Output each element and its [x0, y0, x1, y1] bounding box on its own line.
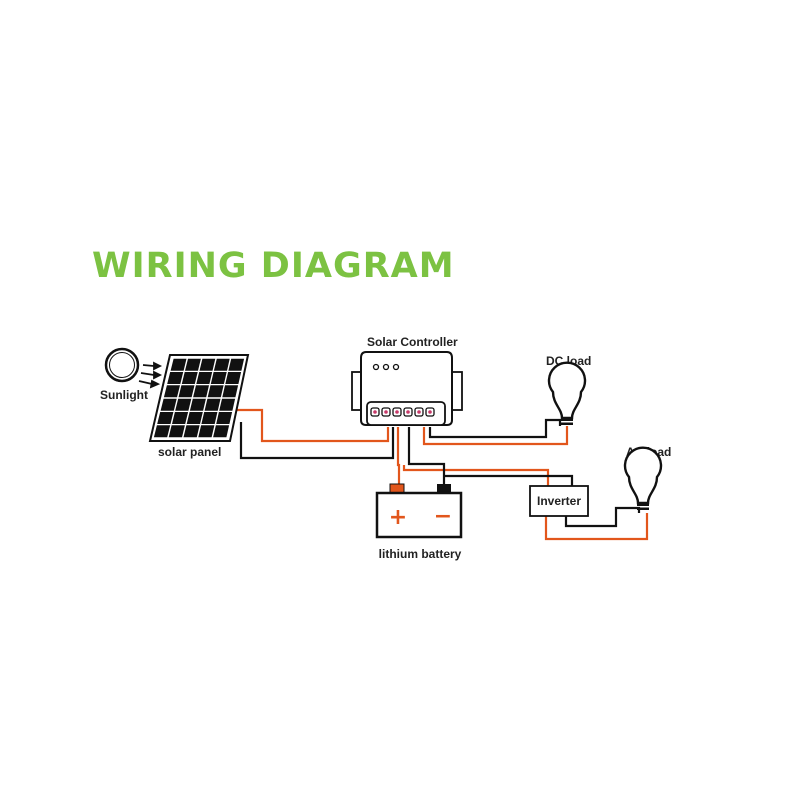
positive-wires: [234, 408, 649, 541]
solar-cell: [228, 358, 245, 371]
controller-terminal-dot: [428, 410, 432, 414]
battery-positive-terminal: [389, 483, 405, 494]
solar-cell: [216, 412, 233, 424]
wire-battery-negative: [407, 427, 446, 484]
controller-terminal-dot: [395, 410, 399, 414]
controller-indicator-leds: [372, 363, 400, 371]
wire-panel-negative: [239, 422, 395, 460]
solar-cell: [178, 385, 195, 398]
controller-terminal-dot: [406, 410, 410, 414]
solar-cell: [181, 372, 198, 384]
page-title: WIRING DIAGRAM: [92, 246, 455, 286]
solar-cell: [172, 412, 189, 424]
wire-dc-load-positive: [422, 426, 569, 446]
wire-panel-positive: [234, 408, 390, 443]
solar-controller: [351, 351, 463, 426]
battery-positive-symbol: +: [389, 505, 407, 530]
solar-panel-label: solar panel: [158, 445, 221, 459]
wire-battery-positive: [396, 427, 401, 484]
solar-cell: [170, 358, 187, 371]
controller-label: Solar Controller: [367, 335, 458, 349]
solar-cell: [225, 372, 242, 384]
solar-cell: [204, 398, 221, 411]
solar-cell: [183, 425, 200, 438]
sunlight-arrows-icon: [138, 361, 163, 389]
solar-cell: [219, 398, 236, 411]
solar-cell: [175, 398, 192, 411]
solar-cell: [213, 358, 230, 371]
solar-cell: [193, 385, 209, 398]
solar-panel: [148, 354, 250, 442]
solar-cell: [185, 358, 201, 371]
solar-cell: [186, 412, 203, 424]
battery-label: lithium battery: [379, 547, 462, 561]
solar-cell: [210, 372, 227, 384]
solar-cell: [198, 425, 215, 438]
inverter: [529, 485, 589, 517]
wire-ac-load-positive: [544, 513, 649, 541]
wire-inverter-positive-in: [402, 465, 550, 486]
solar-cell: [207, 385, 224, 398]
dc-load-bulb-icon: [547, 361, 587, 425]
controller-terminal-dot: [373, 410, 377, 414]
solar-cell: [157, 412, 174, 424]
solar-cell: [213, 425, 230, 438]
solar-cell: [189, 398, 206, 411]
sunlight-label: Sunlight: [100, 388, 148, 402]
solar-cell: [196, 372, 213, 384]
solar-cell: [199, 358, 216, 371]
wire-dc-load-negative: [428, 418, 562, 439]
battery-negative-symbol: −: [434, 504, 452, 529]
solar-cell: [201, 412, 218, 424]
wire-inverter-negative-in: [444, 474, 574, 486]
ac-load-bulb-icon: [623, 446, 663, 510]
solar-cell: [153, 425, 171, 438]
solar-panel-cells: [153, 358, 245, 438]
controller-terminal-dot: [384, 410, 388, 414]
battery-negative-terminal: [437, 484, 451, 493]
solar-cell: [168, 425, 185, 438]
solar-cell: [163, 385, 180, 398]
controller-terminal-dot: [417, 410, 421, 414]
solar-cell: [160, 398, 177, 411]
lithium-battery: + −: [375, 483, 463, 539]
sun-icon: [104, 347, 140, 383]
solar-cell: [167, 372, 184, 384]
inverter-label: Inverter: [537, 494, 581, 508]
controller-terminals: [370, 407, 435, 417]
solar-cell: [222, 385, 239, 398]
